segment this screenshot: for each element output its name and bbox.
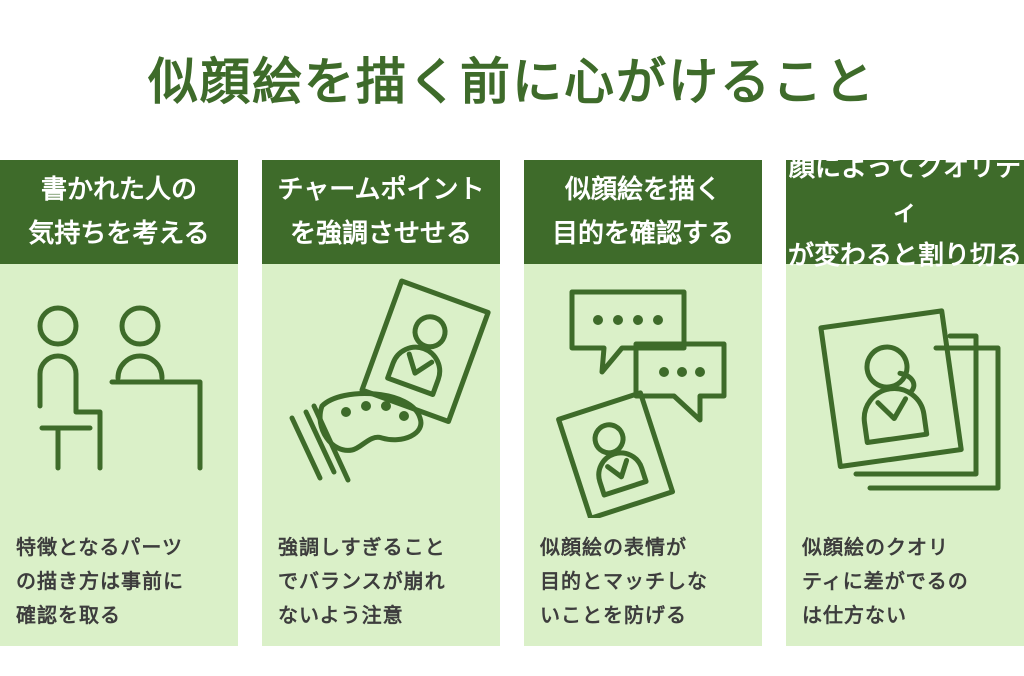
portrait-and-palette-icon bbox=[289, 278, 491, 483]
card-heading-line: 顔によってクオリティ bbox=[789, 153, 1021, 227]
card-heading-line: チャームポイント bbox=[277, 175, 485, 205]
card-consider-feelings: 書かれた人の 気持ちを考える 特徴となるパーツ の描き方は事前に 確認を取る bbox=[0, 160, 238, 646]
card-description-line: いことを防げる bbox=[540, 603, 687, 627]
card-description-line: 強調しすぎること bbox=[278, 535, 446, 559]
card-description-line: ないよう注意 bbox=[278, 603, 404, 627]
card-description-line: 目的とマッチしな bbox=[540, 569, 708, 593]
card-heading: チャームポイント を強調させせる bbox=[262, 160, 500, 264]
card-description: 似顔絵の表情が 目的とマッチしな いことを防げる bbox=[540, 530, 752, 632]
card-heading: 似顔絵を描く 目的を確認する bbox=[524, 160, 762, 264]
card-heading: 書かれた人の 気持ちを考える bbox=[0, 160, 238, 264]
card-description-line: 似顔絵の表情が bbox=[540, 535, 687, 559]
card-confirm-purpose: 似顔絵を描く 目的を確認する 似顔絵の表情が 目的とマッチしな いことを防げる bbox=[524, 160, 762, 646]
card-heading: 顔によってクオリティ が変わると割り切る bbox=[786, 153, 1024, 271]
card-description-line: の描き方は事前に bbox=[16, 569, 184, 593]
speech-bubbles-portrait-icon bbox=[556, 289, 727, 518]
card-description-line: 特徴となるパーツ bbox=[16, 535, 183, 559]
card-heading-line: 目的を確認する bbox=[551, 219, 734, 249]
card-accept-quality: 顔によってクオリティ が変わると割り切る 似顔絵のクオリ ティに差がでるの は仕… bbox=[786, 153, 1024, 646]
card-heading-line: が変わると割り切る bbox=[787, 241, 1022, 271]
card-description-line: 似顔絵のクオリ bbox=[802, 535, 949, 559]
card-heading-line: 似顔絵を描く bbox=[564, 175, 721, 205]
card-emphasize-charm: チャームポイント を強調させせる 強調しすぎること でバランスが崩れ ないよう注… bbox=[262, 160, 500, 646]
people-at-table-icon bbox=[37, 305, 203, 471]
card-description-line: は仕方ない bbox=[802, 603, 907, 627]
card-heading-line: 書かれた人の bbox=[40, 175, 197, 205]
card-heading-line: 気持ちを考える bbox=[28, 219, 210, 249]
page-title: 似顔絵を描く前に心がけること bbox=[148, 53, 876, 111]
card-description: 強調しすぎること でバランスが崩れ ないよう注意 bbox=[278, 530, 490, 632]
card-description-line: 確認を取る bbox=[16, 603, 121, 627]
card-description: 似顔絵のクオリ ティに差がでるの は仕方ない bbox=[802, 530, 1014, 632]
card-description-line: ティに差がでるの bbox=[802, 569, 969, 593]
card-description: 特徴となるパーツ の描き方は事前に 確認を取る bbox=[16, 530, 228, 632]
card-heading-line: を強調させせる bbox=[289, 219, 472, 249]
card-description-line: でバランスが崩れ bbox=[278, 569, 446, 593]
stacked-portraits-icon bbox=[818, 308, 1001, 491]
